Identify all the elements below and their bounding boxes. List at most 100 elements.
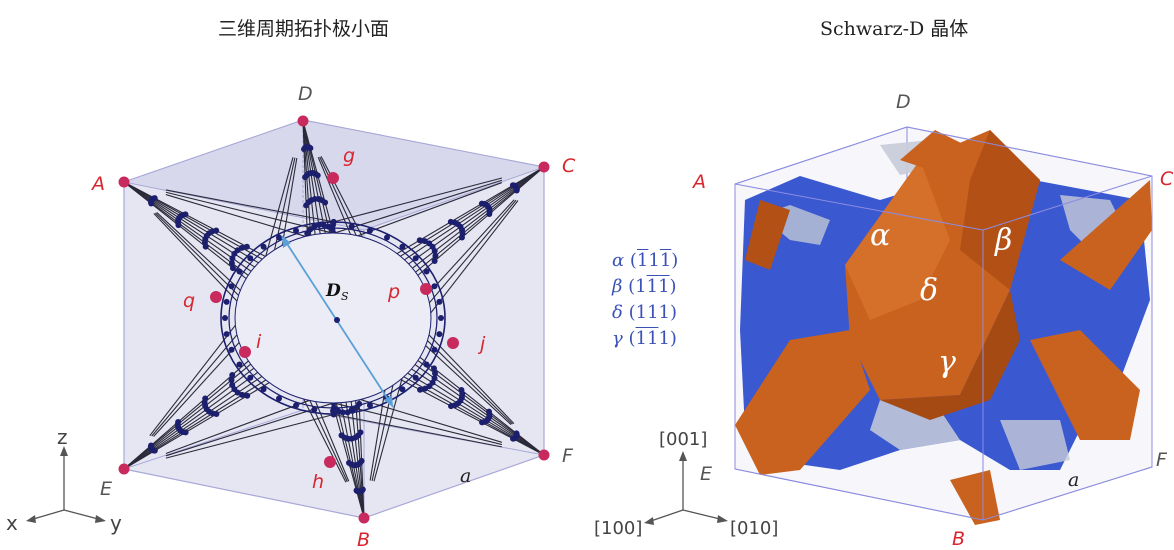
mesh-node [448, 403, 455, 410]
ring-node [247, 255, 254, 262]
diameter-center-dot [334, 317, 340, 323]
mesh-node [228, 260, 235, 267]
ring-node [436, 331, 443, 338]
mesh-edge [342, 385, 365, 519]
mesh-node [229, 372, 236, 379]
right-cube-front [734, 126, 1153, 521]
mesh-edge [123, 351, 260, 470]
mesh-edge [165, 413, 334, 459]
mesh-node [307, 145, 314, 152]
mesh-node [322, 199, 329, 206]
legend-delta-h: 1 [635, 302, 648, 323]
mesh-node [422, 385, 429, 392]
mesh-edge [353, 380, 365, 519]
ring-node [423, 361, 430, 368]
vertex-c-dot [538, 161, 550, 173]
mesh-edge [302, 120, 330, 252]
legend-gamma-k: 1 [646, 328, 659, 349]
left-cube-hidden-edge-2 [123, 409, 304, 470]
arm-lower-left [735, 330, 870, 475]
mesh-edge [123, 376, 279, 470]
legend-gamma-symbol: γ [612, 328, 623, 349]
mesh-edge [407, 166, 545, 273]
left-ring-inner [228, 227, 438, 409]
vertex-a-dot [118, 176, 130, 188]
legend-delta-symbol: δ [612, 302, 623, 323]
ring-node [399, 386, 406, 393]
mesh-edge [123, 373, 267, 470]
ring-node [223, 298, 230, 305]
point-p-label: p [387, 281, 400, 303]
legend-delta-k: 1 [647, 302, 659, 323]
legend-delta-l: 1 [658, 302, 670, 323]
vertex-d-dot [297, 115, 309, 127]
mesh-edge [123, 357, 259, 470]
mesh-edge [123, 181, 260, 278]
mesh-edge [406, 166, 545, 285]
mesh-node [510, 435, 517, 442]
ring-node [222, 315, 228, 321]
left-axis-y-arrow [95, 515, 106, 523]
ring-node [423, 268, 430, 275]
left-axis-y-label: y [110, 511, 122, 535]
right-axis-010-line [682, 509, 725, 521]
legend-beta-h: 1 [635, 276, 647, 297]
point-p-dot [420, 283, 432, 295]
ring-node [399, 243, 406, 250]
right-vertex-e-label: E [700, 463, 712, 485]
ring-node [384, 234, 390, 241]
facet-alpha [845, 160, 950, 320]
mesh-edge [123, 181, 260, 284]
ring-node [436, 298, 443, 305]
legend-alpha-symbol: α [612, 250, 625, 271]
right-crystal [735, 130, 1152, 525]
left-axis-z-label: z [57, 425, 68, 449]
left-axis-x-label: x [6, 511, 18, 535]
mesh-node [243, 243, 250, 250]
legend-gamma-h: 1 [635, 328, 647, 349]
mesh-edge [302, 120, 313, 257]
left-panel-title: 三维周期拓扑极小面 [218, 18, 390, 40]
facet-beta-label: β [994, 223, 1012, 258]
mesh-edge [123, 181, 272, 265]
arm-lower-right [1030, 330, 1140, 440]
mesh-node [304, 230, 311, 237]
mesh-edge [407, 166, 545, 279]
left-edge-length-label: a [460, 465, 471, 487]
mesh-edge [165, 191, 334, 234]
ring-node [293, 227, 300, 234]
mesh-edge [302, 120, 336, 254]
mesh-node [338, 432, 345, 439]
left-axis-z-arrow [60, 446, 68, 456]
mesh-edge [165, 189, 334, 223]
ring-node [412, 255, 419, 262]
diameter-arrowhead-bottom [384, 395, 393, 407]
right-cube-front-edge-1 [734, 183, 984, 231]
diameter-arrow: D S [281, 235, 394, 408]
right-vertex-c-label: C [1160, 168, 1174, 190]
mesh-edge [333, 413, 503, 448]
mesh-node [432, 252, 439, 259]
ring-node [293, 402, 300, 409]
ring-node [348, 223, 355, 230]
white-atom-patch-5 [1000, 420, 1070, 470]
ring-node [260, 243, 267, 250]
ring-node [330, 222, 336, 228]
mesh-node [182, 211, 189, 218]
mesh-edge [333, 177, 503, 223]
mesh-node [417, 386, 424, 393]
ring-node [236, 268, 243, 275]
arm-upper-right [1060, 180, 1152, 290]
facet-legend: α (111) β (111) δ (111) γ (111) [612, 248, 678, 352]
left-vertex-d-label: D [298, 83, 313, 105]
legend-beta-symbol: β [612, 276, 623, 297]
point-j-dot [447, 337, 459, 349]
left-axes: z x y [6, 425, 122, 535]
mesh-node [513, 187, 520, 194]
mesh-node [431, 257, 438, 264]
legend-gamma-l: 1 [658, 328, 670, 349]
facet-delta-label: δ [920, 273, 938, 308]
left-axis-x-line [29, 509, 65, 521]
left-ring [220, 221, 446, 415]
vertex-f-dot [538, 449, 550, 461]
